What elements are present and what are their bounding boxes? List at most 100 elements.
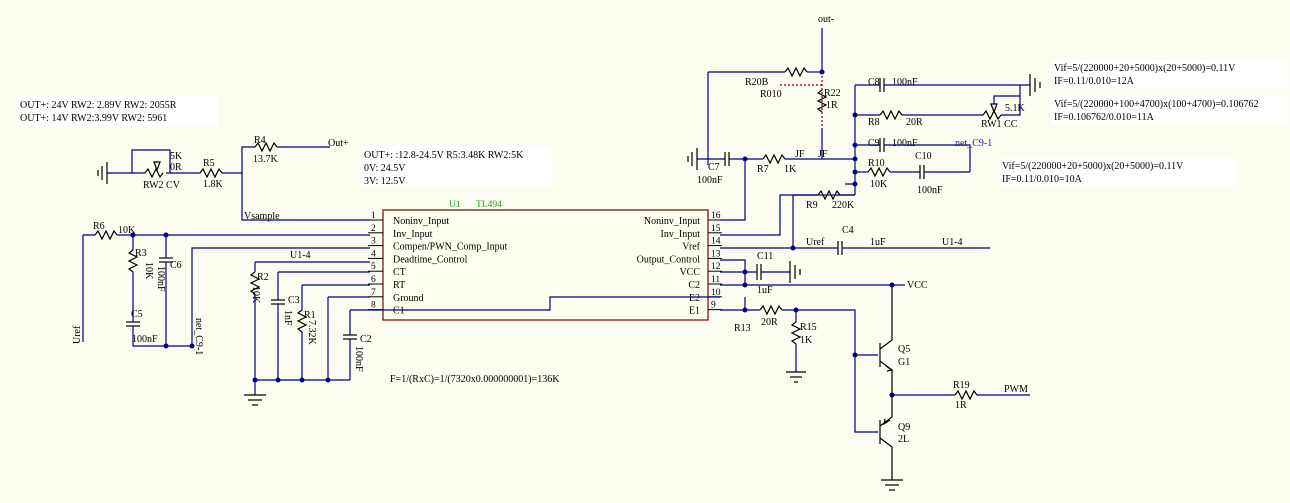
r22-value: 1R bbox=[826, 100, 838, 111]
u1-left-pin-label: Noninv_Input bbox=[393, 216, 449, 227]
r7-ref: R7 bbox=[757, 164, 769, 175]
r22-resistor[interactable]: R22 1R bbox=[816, 88, 841, 113]
c7-capacitor[interactable]: C7 100nF bbox=[697, 152, 730, 186]
c3-value: 1nF bbox=[282, 310, 293, 326]
r2-ref: R2 bbox=[257, 272, 269, 283]
u1-left-pin-label: CT bbox=[393, 267, 406, 278]
r15-resistor[interactable]: R15 1K bbox=[790, 321, 817, 346]
ground-symbol-rw2 bbox=[97, 162, 108, 184]
r19-resistor[interactable]: R19 1R bbox=[953, 380, 978, 411]
net-out-plus: Out+ bbox=[328, 138, 349, 149]
note-right-mid: Vif=5/(220000+100+4700)x(100+4700)=0.106… bbox=[1052, 96, 1288, 124]
u1-right-pin-number: 14 bbox=[711, 237, 721, 247]
c2-capacitor[interactable]: C2 100nF bbox=[343, 334, 372, 372]
u1-left-pin-number: 7 bbox=[371, 288, 376, 298]
c6-capacitor[interactable]: C6 100nF bbox=[155, 257, 182, 292]
u1-right-pin-label: Noninv_Input bbox=[644, 216, 700, 227]
c6-ref: C6 bbox=[170, 260, 182, 271]
u1-right-pin-number: 16 bbox=[711, 211, 721, 221]
c3-capacitor[interactable]: C3 1nF bbox=[271, 295, 300, 326]
ground-symbol-r15 bbox=[786, 371, 806, 383]
u1-left-pin-number: 1 bbox=[371, 211, 376, 221]
u1-right-pin-number: 9 bbox=[711, 301, 716, 311]
r5-ref: R5 bbox=[203, 158, 215, 169]
r4-resistor[interactable]: R4 13.7K bbox=[253, 135, 279, 165]
q5-transistor[interactable]: Q5 G1 bbox=[879, 285, 910, 395]
u1-right-pin-number: 12 bbox=[711, 262, 721, 272]
q5-value: G1 bbox=[898, 357, 910, 368]
r9-ref: R9 bbox=[806, 200, 818, 211]
rw2-potentiometer[interactable]: 5K 0R RW2 CV bbox=[143, 151, 183, 191]
u1-right-pin-number: 11 bbox=[711, 275, 720, 285]
r3-resistor[interactable]: 10K R3 bbox=[127, 248, 154, 280]
r5-resistor[interactable]: R5 1.8K bbox=[199, 158, 224, 190]
u1-left-pin-label: Compen/PWN_Comp_Input bbox=[393, 242, 508, 253]
r19-ref: R19 bbox=[953, 380, 970, 391]
c5-capacitor[interactable]: C5 100nF bbox=[126, 309, 158, 345]
c10-value: 100nF bbox=[917, 185, 943, 196]
r6-resistor[interactable]: R6 10K bbox=[93, 221, 136, 241]
c7-value: 100nF bbox=[697, 175, 723, 186]
c11-ref: C11 bbox=[757, 251, 773, 262]
r7-value: 1K bbox=[784, 164, 797, 175]
note-left-line-2: OUT+: 14V RW2:3.99V RW2: 5961 bbox=[20, 113, 167, 124]
c8-ref: C8 bbox=[868, 77, 880, 88]
note-mid-line-2: 0V: 24.5V bbox=[364, 163, 406, 174]
u1-left-pin-label: Deadtime_Control bbox=[393, 254, 468, 265]
r13-resistor[interactable]: R13 20R bbox=[734, 304, 783, 334]
r3-ref-text: R3 bbox=[135, 248, 147, 259]
note-right-mid-line-1: Vif=5/(220000+100+4700)x(100+4700)=0.106… bbox=[1054, 99, 1259, 110]
r13-ref: R13 bbox=[734, 323, 751, 334]
net-jf-1: JF bbox=[795, 149, 805, 160]
rw2-value-2: 0R bbox=[170, 162, 182, 173]
ground-symbol-c7 bbox=[687, 148, 698, 170]
r8-resistor[interactable]: R8 20R bbox=[868, 109, 923, 128]
net-out-minus: out- bbox=[818, 14, 834, 25]
ground-symbol-top-right bbox=[1029, 74, 1041, 96]
u1-left-pin-number: 6 bbox=[371, 275, 376, 285]
r7-resistor[interactable]: R7 1K bbox=[757, 153, 797, 175]
note-right-mid-line-2: IF=0.106762/0.010=11A bbox=[1054, 112, 1155, 123]
c11-capacitor[interactable]: C11 1uF bbox=[756, 251, 773, 296]
note-left: OUT+: 24V RW2: 2.89V RW2: 2055R OUT+: 14… bbox=[18, 96, 218, 126]
net-uref-left: Uref bbox=[72, 325, 83, 344]
note-mid-line-1: OUT+: :12.8-24.5V R5:3.48K RW2:5K bbox=[364, 150, 524, 161]
net-vcc: VCC bbox=[907, 280, 928, 291]
u1-left-pin-label: RT bbox=[393, 280, 405, 291]
r10-resistor[interactable]: R10 10K bbox=[867, 158, 891, 190]
rw1-potentiometer[interactable]: 5.1K RW1 CC bbox=[981, 103, 1026, 130]
u1-left-pin-number: 3 bbox=[371, 237, 376, 247]
u1-right-pin-number: 15 bbox=[711, 224, 721, 234]
r8-ref: R8 bbox=[868, 117, 880, 128]
c3-ref: C3 bbox=[288, 295, 300, 306]
r8-value: 20R bbox=[906, 117, 923, 128]
net-pwm: PWM bbox=[1004, 384, 1028, 395]
u1-designator: U1 bbox=[449, 200, 461, 210]
c4-capacitor[interactable]: C4 1uF bbox=[837, 225, 886, 255]
c6-value: 100nF bbox=[155, 266, 166, 292]
c5-ref: C5 bbox=[131, 309, 143, 320]
note-right-top: Vif=5/(220000+20+5000)x(20+5000)=0.11V I… bbox=[1052, 60, 1288, 88]
r20-resistor[interactable]: R20B R010 bbox=[745, 66, 808, 100]
r9-resistor[interactable]: R9 220K bbox=[806, 189, 855, 211]
r2-resistor[interactable]: R2 10K bbox=[249, 271, 269, 304]
r6-value: 10K bbox=[118, 225, 136, 236]
net-c9-top: net_C9-1 bbox=[955, 138, 992, 149]
note-left-line-1: OUT+: 24V RW2: 2.89V RW2: 2055R bbox=[20, 100, 177, 111]
u1-part-number: TL494 bbox=[476, 200, 502, 210]
r22-ref: R22 bbox=[824, 88, 841, 99]
q5-ref: Q5 bbox=[898, 344, 910, 355]
rw2-value-1: 5K bbox=[170, 151, 183, 162]
net-c9-left: net_C9-1 bbox=[193, 318, 204, 355]
r3-value: 10K bbox=[143, 262, 154, 280]
note-frequency: F=1/(RxC)=1/(7320x0.000000001)=136K bbox=[390, 374, 560, 385]
r1-resistor[interactable]: R1 7.32K bbox=[296, 309, 317, 346]
rw2-ref: RW2 CV bbox=[143, 180, 181, 191]
c10-capacitor[interactable]: C10 100nF bbox=[915, 151, 943, 196]
r1-value: 7.32K bbox=[306, 320, 317, 346]
r10-ref: R10 bbox=[868, 158, 885, 169]
q9-transistor[interactable]: Q9 2L bbox=[879, 395, 910, 480]
r20-value: R010 bbox=[760, 89, 782, 100]
